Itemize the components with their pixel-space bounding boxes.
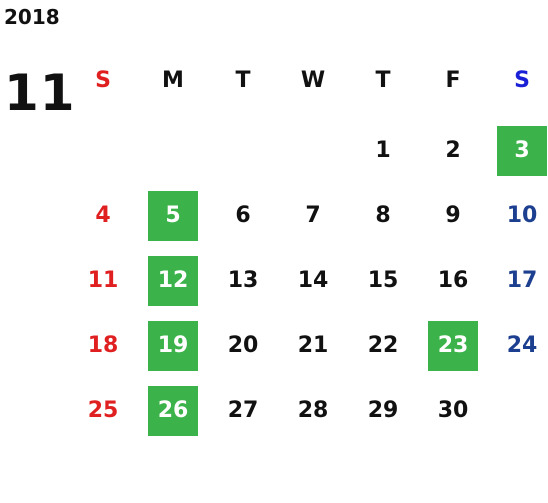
day-26[interactable]: 26	[148, 386, 198, 436]
weekday-tuesday: T	[235, 68, 251, 93]
day-22[interactable]: 22	[367, 333, 399, 358]
day-8[interactable]: 8	[375, 203, 391, 228]
day-15[interactable]: 15	[367, 268, 399, 293]
day-10[interactable]: 10	[506, 203, 538, 228]
year-label: 2018	[4, 5, 60, 29]
weekday-monday: M	[162, 68, 184, 93]
day-5[interactable]: 5	[148, 191, 198, 241]
day-23[interactable]: 23	[428, 321, 478, 371]
day-30[interactable]: 30	[437, 398, 469, 423]
day-13[interactable]: 13	[227, 268, 259, 293]
day-20[interactable]: 20	[227, 333, 259, 358]
day-2[interactable]: 2	[445, 138, 461, 163]
day-9[interactable]: 9	[445, 203, 461, 228]
day-27[interactable]: 27	[227, 398, 259, 423]
day-16[interactable]: 16	[437, 268, 469, 293]
day-21[interactable]: 21	[297, 333, 329, 358]
day-19[interactable]: 19	[148, 321, 198, 371]
day-24[interactable]: 24	[506, 333, 538, 358]
day-25[interactable]: 25	[87, 398, 119, 423]
day-29[interactable]: 29	[367, 398, 399, 423]
month-label: 11	[4, 64, 76, 122]
day-18[interactable]: 18	[87, 333, 119, 358]
weekday-wednesday: W	[300, 68, 326, 93]
weekday-friday: F	[445, 68, 461, 93]
day-3[interactable]: 3	[497, 126, 547, 176]
day-28[interactable]: 28	[297, 398, 329, 423]
weekday-thursday: T	[375, 68, 391, 93]
day-17[interactable]: 17	[506, 268, 538, 293]
weekday-saturday: S	[514, 68, 530, 93]
day-12[interactable]: 12	[148, 256, 198, 306]
day-14[interactable]: 14	[297, 268, 329, 293]
day-6[interactable]: 6	[235, 203, 251, 228]
day-7[interactable]: 7	[305, 203, 321, 228]
day-4[interactable]: 4	[95, 203, 111, 228]
day-11[interactable]: 11	[87, 268, 119, 293]
weekday-sunday: S	[95, 68, 111, 93]
day-1[interactable]: 1	[375, 138, 391, 163]
